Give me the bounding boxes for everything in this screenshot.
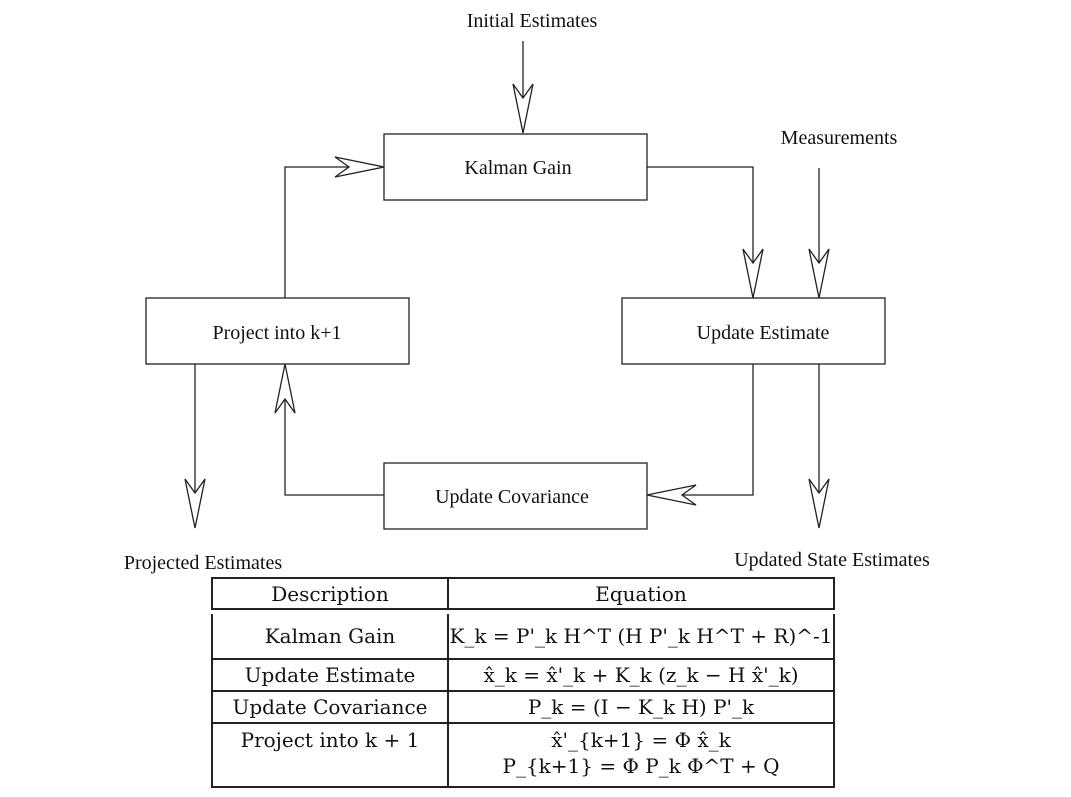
header-equation: Equation — [595, 581, 687, 606]
measurements-label: Measurements — [781, 127, 898, 149]
project-state-equation: x̂'_{k+1} = Φ x̂_k — [551, 728, 731, 752]
row-description: Update Estimate — [213, 660, 449, 690]
covariance-to-project-wire — [284, 387, 384, 496]
update-covariance-box — [383, 462, 648, 530]
kalman-loop-diagram: Kalman Gain Project into k+1 Update Esti… — [124, 10, 930, 574]
estimate-to-covariance-arrowhead — [646, 484, 697, 506]
updated-state-estimates-label: Updated State Estimates — [734, 549, 930, 571]
kalman-gain-box — [383, 133, 648, 201]
projected-estimates-label: Projected Estimates — [124, 552, 283, 574]
project-to-gain-wire — [284, 166, 361, 298]
table-row: Kalman Gain K_k = P'_k H^T (H P'_k H^T +… — [211, 614, 835, 660]
row-description: Update Covariance — [213, 692, 449, 722]
update-covariance-label: Update Covariance — [435, 486, 589, 508]
update-estimate-equation: x̂_k = x̂'_k + K_k (z_k − H x̂'_k) — [483, 663, 799, 687]
projected-arrowhead — [184, 478, 206, 529]
kalman-gain-equation: K_k = P'_k H^T (H P'_k H^T + R)^-1 — [449, 624, 833, 648]
initial-estimates-arrowhead — [512, 83, 534, 134]
project-covariance-equation: P_{k+1} = Φ P_k Φ^T + Q — [502, 754, 780, 778]
project-box — [145, 297, 410, 365]
row-equation: x̂'_{k+1} = Φ x̂_k P_{k+1} = Φ P_k Φ^T +… — [449, 724, 833, 786]
project-label: Project into k+1 — [212, 322, 341, 344]
row-equation: K_k = P'_k H^T (H P'_k H^T + R)^-1 — [449, 614, 833, 658]
table-row: Update Covariance P_k = (I − K_k H) P'_k — [211, 692, 835, 724]
table-header-row: Description Equation — [211, 577, 835, 610]
header-description: Description — [213, 579, 449, 608]
row-description: Project into k + 1 — [213, 724, 449, 786]
covariance-to-project-arrowhead — [274, 363, 296, 414]
estimate-to-covariance-wire — [670, 364, 754, 496]
row-description: Kalman Gain — [213, 614, 449, 658]
initial-estimates-label: Initial Estimates — [467, 10, 598, 32]
table-row: Update Estimate x̂_k = x̂'_k + K_k (z_k … — [211, 660, 835, 692]
row-equation: x̂_k = x̂'_k + K_k (z_k − H x̂'_k) — [449, 660, 833, 690]
kalman-gain-label: Kalman Gain — [464, 157, 571, 179]
update-covariance-equation: P_k = (I − K_k H) P'_k — [527, 695, 755, 719]
gain-to-update-arrowhead — [742, 248, 764, 299]
equation-table: Description Equation Kalman Gain K_k = P… — [211, 577, 835, 788]
measurements-arrowhead — [808, 248, 830, 299]
gain-to-update-wire — [647, 166, 754, 275]
update-estimate-label: Update Estimate — [697, 322, 830, 344]
row-equation: P_k = (I − K_k H) P'_k — [449, 692, 833, 722]
updated-state-arrowhead — [808, 478, 830, 529]
table-row: Project into k + 1 x̂'_{k+1} = Φ x̂_k P_… — [211, 724, 835, 788]
project-to-gain-arrowhead — [334, 156, 385, 178]
